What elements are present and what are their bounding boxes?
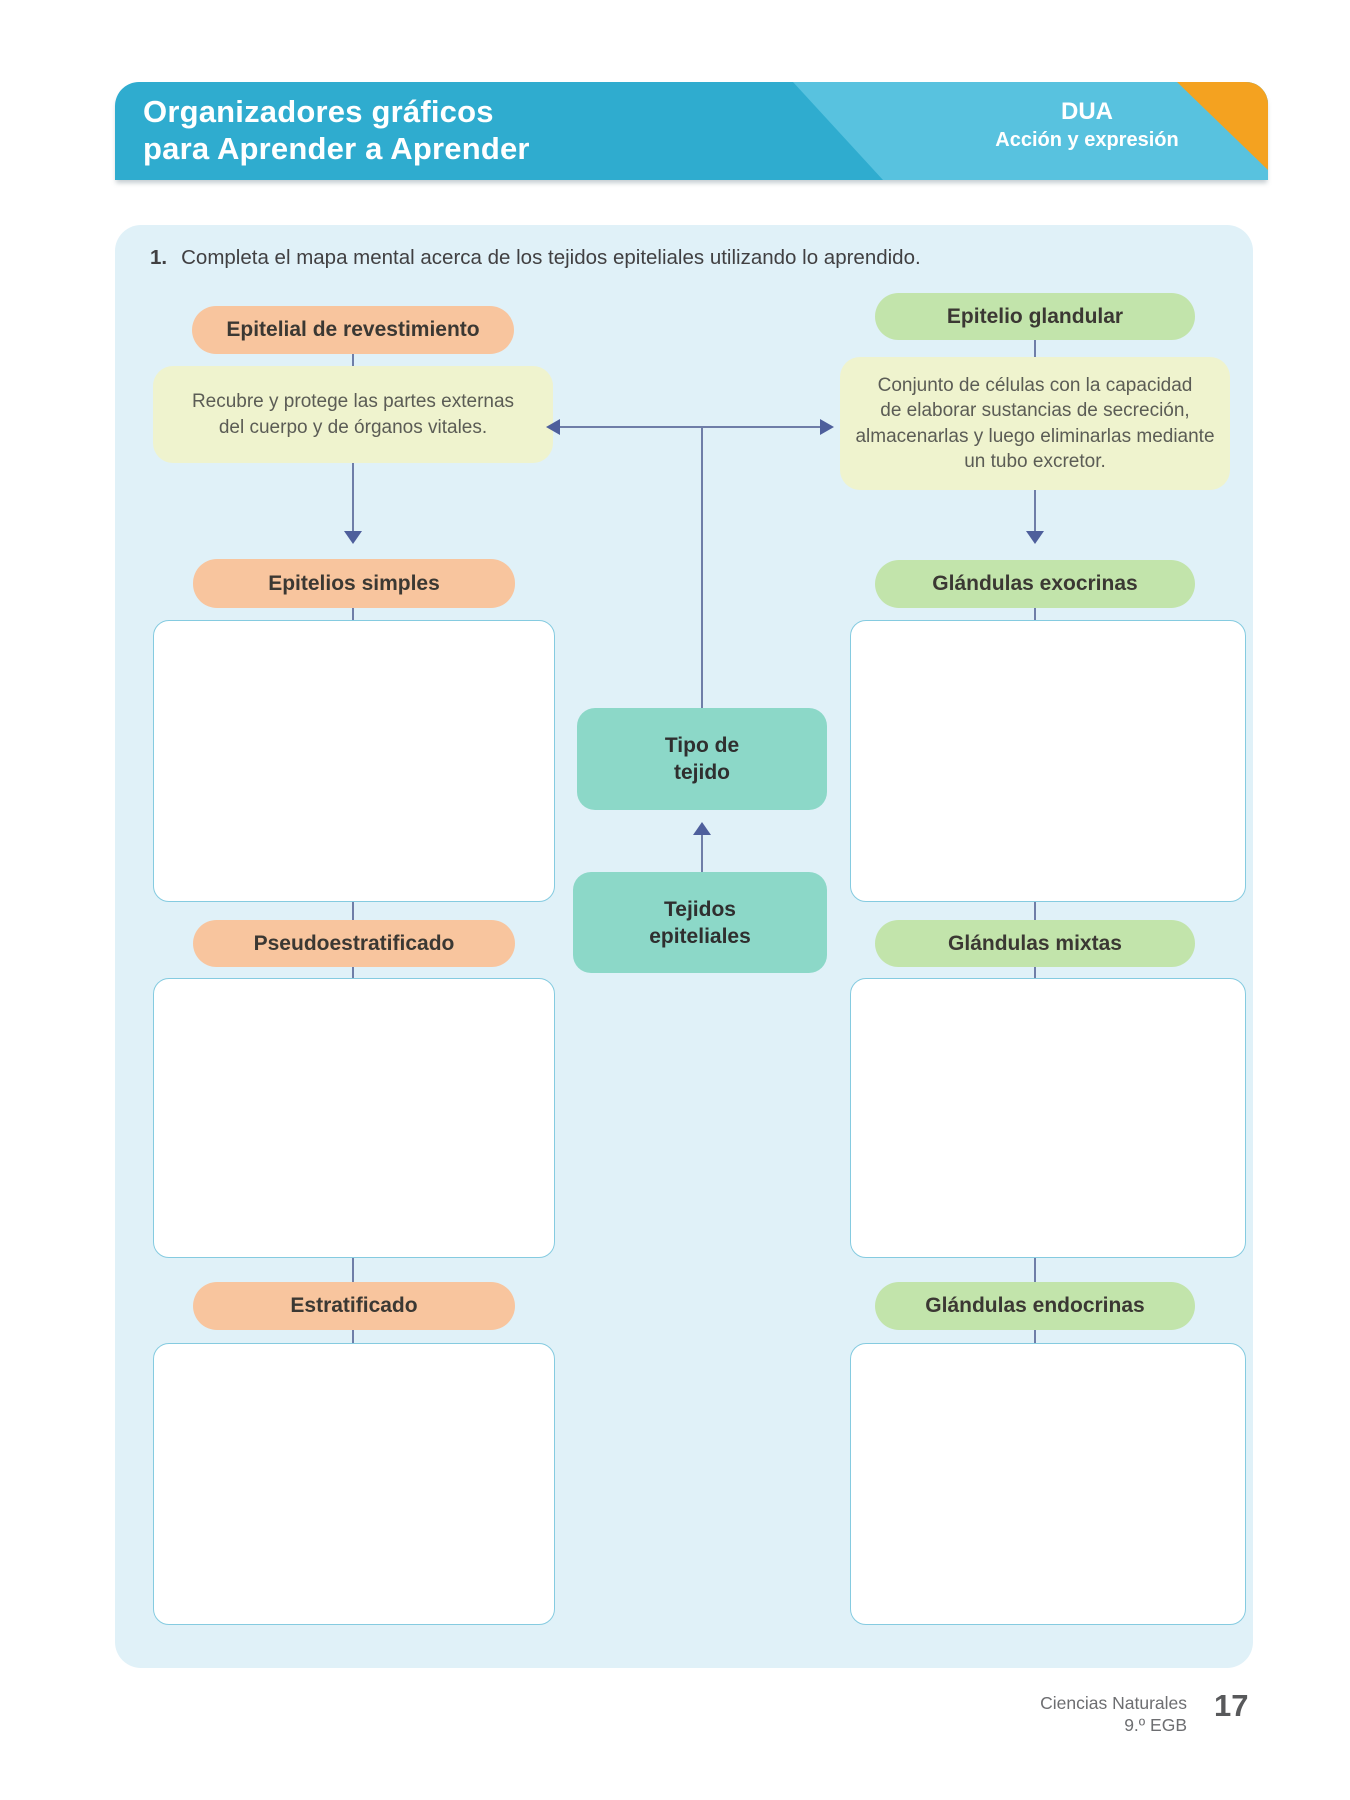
answer-box-glandulas-mixtas[interactable]: [850, 978, 1246, 1258]
dua-badge-title: DUA: [1061, 98, 1113, 125]
answer-box-glandulas-exocrinas[interactable]: [850, 620, 1246, 902]
connector-line: [352, 1258, 354, 1282]
page-title-line2: para Aprender a Aprender: [143, 131, 530, 166]
left-branch-title-pill: Epitelial de revestimiento: [192, 306, 514, 354]
arrow-down-icon: [1026, 531, 1044, 544]
connector-line: [352, 354, 354, 366]
connector-line: [701, 835, 703, 872]
banner-light-section: [793, 82, 1268, 180]
footer-grade: 9.º EGB: [1124, 1715, 1187, 1735]
connector-line: [701, 427, 703, 708]
answer-box-glandulas-endocrinas[interactable]: [850, 1343, 1246, 1625]
left-child-pill-estratificado: Estratificado: [193, 1282, 515, 1330]
footer-subject: Ciencias Naturales: [1040, 1693, 1187, 1713]
right-child-pill-mixtas: Glándulas mixtas: [875, 920, 1195, 967]
connector-line: [352, 463, 354, 532]
answer-box-estratificado[interactable]: [153, 1343, 555, 1625]
arrow-down-icon: [344, 531, 362, 544]
page-title: Organizadores gráficos para Aprender a A…: [143, 93, 530, 167]
connector-line: [352, 902, 354, 920]
connector-line: [1034, 1258, 1036, 1282]
dua-badge: DUA Acción y expresión: [972, 97, 1202, 153]
answer-box-pseudoestratificado[interactable]: [153, 978, 555, 1258]
footer: Ciencias Naturales 9.º EGB: [887, 1692, 1187, 1736]
left-child-pill-pseudoestratificado: Pseudoestratificado: [193, 920, 515, 967]
connector-line: [1034, 902, 1036, 920]
left-branch-description: Recubre y protege las partes externas de…: [153, 366, 553, 463]
arrow-right-icon: [820, 419, 834, 435]
right-child-pill-exocrinas: Glándulas exocrinas: [875, 560, 1195, 608]
connector-line: [1034, 967, 1036, 978]
root-node-tejidos-epiteliales: Tejidos epiteliales: [573, 872, 827, 973]
right-branch-description: Conjunto de células con la capacidad de …: [840, 357, 1230, 490]
connector-line: [352, 1330, 354, 1343]
header-banner: Organizadores gráficos para Aprender a A…: [115, 82, 1268, 180]
connector-line: [1034, 490, 1036, 532]
connector-line: [560, 426, 820, 428]
type-of-tissue-node: Tipo de tejido: [577, 708, 827, 810]
right-branch-title-pill: Epitelio glandular: [875, 293, 1195, 340]
page-number: 17: [1214, 1688, 1249, 1723]
question-text: Completa el mapa mental acerca de los te…: [181, 246, 921, 269]
connector-line: [352, 608, 354, 620]
question-1: 1. Completa el mapa mental acerca de los…: [150, 245, 1210, 271]
connector-line: [1034, 608, 1036, 620]
connector-line: [1034, 340, 1036, 357]
answer-box-epitelios-simples[interactable]: [153, 620, 555, 902]
question-number: 1.: [150, 246, 168, 269]
left-child-pill-simples: Epitelios simples: [193, 559, 515, 608]
connector-line: [1034, 1330, 1036, 1343]
connector-line: [352, 967, 354, 978]
dua-badge-subtitle: Acción y expresión: [995, 129, 1179, 151]
arrow-left-icon: [546, 419, 560, 435]
arrow-up-icon: [693, 822, 711, 835]
right-child-pill-endocrinas: Glándulas endocrinas: [875, 1282, 1195, 1330]
page-title-line1: Organizadores gráficos: [143, 94, 494, 129]
